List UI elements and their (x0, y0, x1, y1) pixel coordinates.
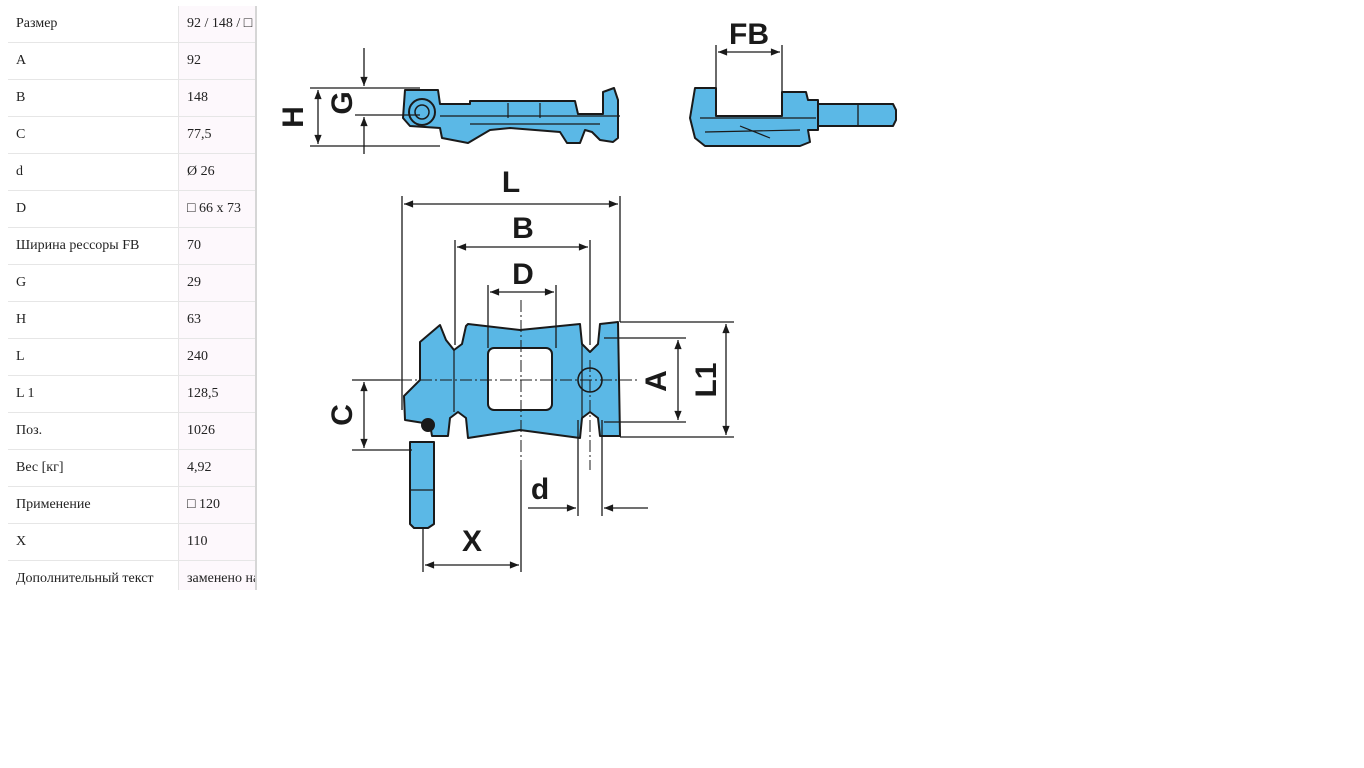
label-d-diameter: d (531, 473, 549, 506)
spec-value: 63 (178, 301, 255, 339)
spec-value: □ 66 x 73 (178, 190, 255, 228)
spec-row: Применение□ 120 (8, 486, 255, 524)
spec-value: □ 120 (178, 486, 255, 524)
spec-key: Дополнительный текст (8, 560, 179, 590)
spec-row: D□ 66 x 73 (8, 190, 255, 228)
spec-key: Вес [кг] (8, 449, 179, 487)
spec-value: 92 / 148 / □ (178, 6, 255, 43)
spec-value: 29 (178, 264, 255, 302)
end-view (689, 87, 897, 147)
end-view-body (689, 87, 819, 147)
spec-value: заменено на (178, 560, 255, 590)
label-x: X (462, 525, 482, 558)
spec-key: X (8, 523, 179, 561)
spec-key: L (8, 338, 179, 376)
label-fb: FB (729, 18, 769, 51)
plan-dimensions (352, 196, 734, 572)
spec-key: Применение (8, 486, 179, 524)
label-g: G (326, 91, 359, 114)
label-h: H (277, 106, 310, 128)
spec-value: 1026 (178, 412, 255, 450)
center-lines (400, 115, 640, 470)
spec-key: Поз. (8, 412, 179, 450)
label-d-square: D (512, 258, 534, 291)
spec-key: H (8, 301, 179, 339)
spec-key: L 1 (8, 375, 179, 413)
spec-key: Размер (8, 6, 179, 43)
spec-value: 70 (178, 227, 255, 265)
spec-value: 148 (178, 79, 255, 117)
dimension-labels: H G FB L B D A L1 C d X (277, 18, 769, 558)
technical-drawing: H G FB L B D A L1 C d X (277, 18, 897, 572)
label-l: L (502, 166, 520, 199)
label-b: B (512, 212, 534, 245)
spec-row: Вес [кг]4,92 (8, 449, 255, 487)
label-c: C (326, 404, 359, 426)
spec-value: 92 (178, 42, 255, 80)
spec-value: 110 (178, 523, 255, 561)
spec-value: Ø 26 (178, 153, 255, 191)
spec-value: 4,92 (178, 449, 255, 487)
spec-key: A (8, 42, 179, 80)
spec-key: d (8, 153, 179, 191)
spec-value: 240 (178, 338, 255, 376)
label-a: A (640, 370, 673, 392)
spec-key: D (8, 190, 179, 228)
spec-key: B (8, 79, 179, 117)
dim-fb (715, 45, 783, 92)
dim-h-g (310, 48, 440, 154)
spec-key: Ширина рессоры FB (8, 227, 179, 265)
spec-key: C (8, 116, 179, 154)
spec-row: Поз.1026 (8, 412, 255, 450)
spec-value: 128,5 (178, 375, 255, 413)
spec-key: G (8, 264, 179, 302)
plan-view (403, 321, 621, 529)
label-l1: L1 (690, 362, 723, 397)
spec-value: 77,5 (178, 116, 255, 154)
